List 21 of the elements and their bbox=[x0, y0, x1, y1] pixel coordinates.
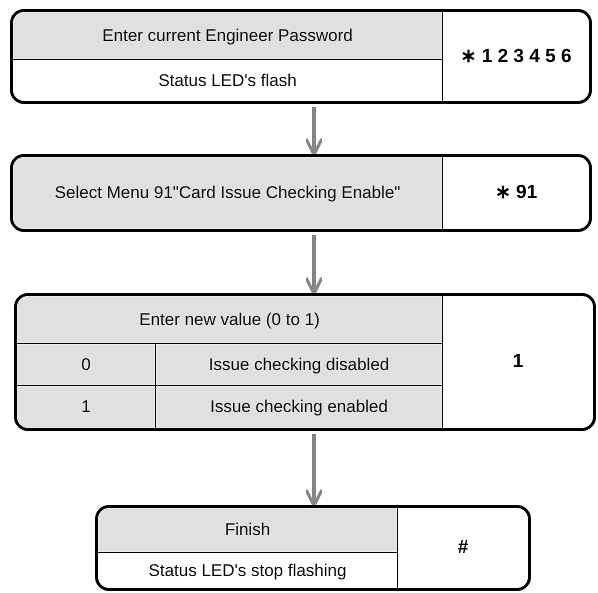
table-cell: Status LED's stop flashing bbox=[98, 553, 398, 588]
arrow bbox=[304, 107, 324, 156]
key-sequence: ∗ 1 2 3 4 5 6 bbox=[459, 44, 573, 69]
arrow bbox=[304, 235, 324, 296]
table-cell: Finish bbox=[98, 508, 398, 553]
key-sequence: # bbox=[456, 536, 470, 560]
table-cell: 1 bbox=[17, 386, 156, 428]
arrow bbox=[304, 434, 324, 508]
step-box bbox=[10, 9, 592, 104]
step-box bbox=[95, 505, 531, 591]
key-sequence: ∗ 91 bbox=[494, 181, 538, 206]
table-cell: Select Menu 91"Card Issue Checking Enable" bbox=[13, 157, 443, 229]
step-box bbox=[14, 293, 596, 431]
table-cell: Enter new value (0 to 1) bbox=[17, 296, 443, 344]
table-cell: 0 bbox=[17, 344, 156, 386]
table-cell: Issue checking disabled bbox=[156, 344, 443, 386]
table-cell: Issue checking enabled bbox=[156, 386, 443, 428]
table-cell: Status LED's flash bbox=[13, 60, 443, 101]
table-cell: Enter current Engineer Password bbox=[13, 12, 443, 60]
step-box bbox=[10, 154, 592, 232]
key-sequence: 1 bbox=[512, 350, 524, 374]
